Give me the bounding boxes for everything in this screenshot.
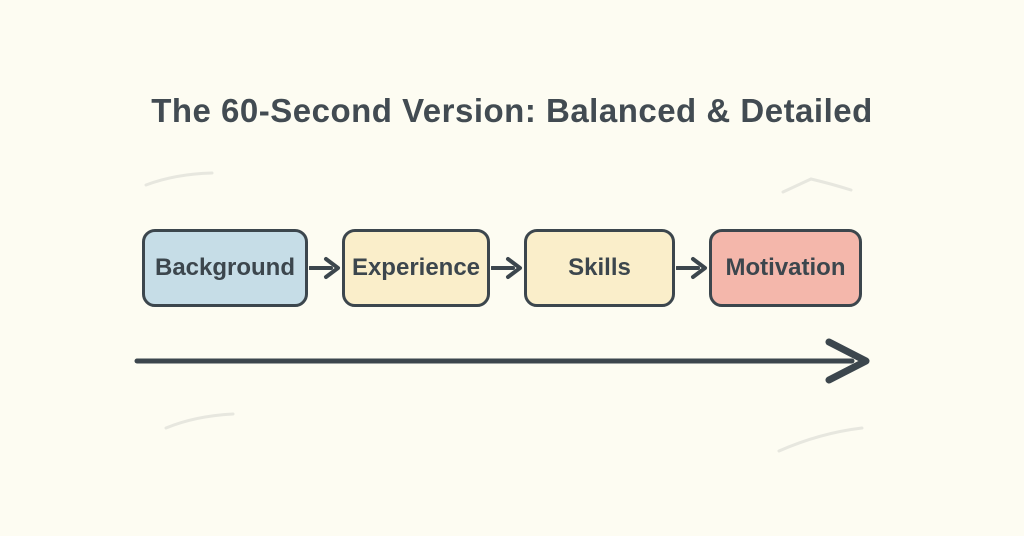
flow-arrow-icon <box>491 248 523 288</box>
decorative-stroke-bottom-left <box>164 412 235 430</box>
step-label: Motivation <box>725 254 846 281</box>
flow-arrow-icon <box>676 248 708 288</box>
step-label: Background <box>154 254 295 281</box>
step-label: Skills <box>568 254 631 281</box>
flow-row: Background Experience Skills <box>142 226 882 310</box>
timeline-arrow-icon <box>134 338 870 384</box>
step-box-background: Background <box>142 229 308 307</box>
step-box-skills: Skills <box>524 229 675 307</box>
flow-arrow-icon <box>309 248 341 288</box>
decorative-stroke-top-left <box>144 171 214 187</box>
decorative-stroke-top-right <box>781 177 853 194</box>
step-box-experience: Experience <box>342 229 490 307</box>
step-label: Experience <box>351 254 481 281</box>
step-box-motivation: Motivation <box>709 229 862 307</box>
decorative-stroke-bottom-right <box>777 426 864 453</box>
page-title: The 60-Second Version: Balanced & Detail… <box>151 92 873 129</box>
